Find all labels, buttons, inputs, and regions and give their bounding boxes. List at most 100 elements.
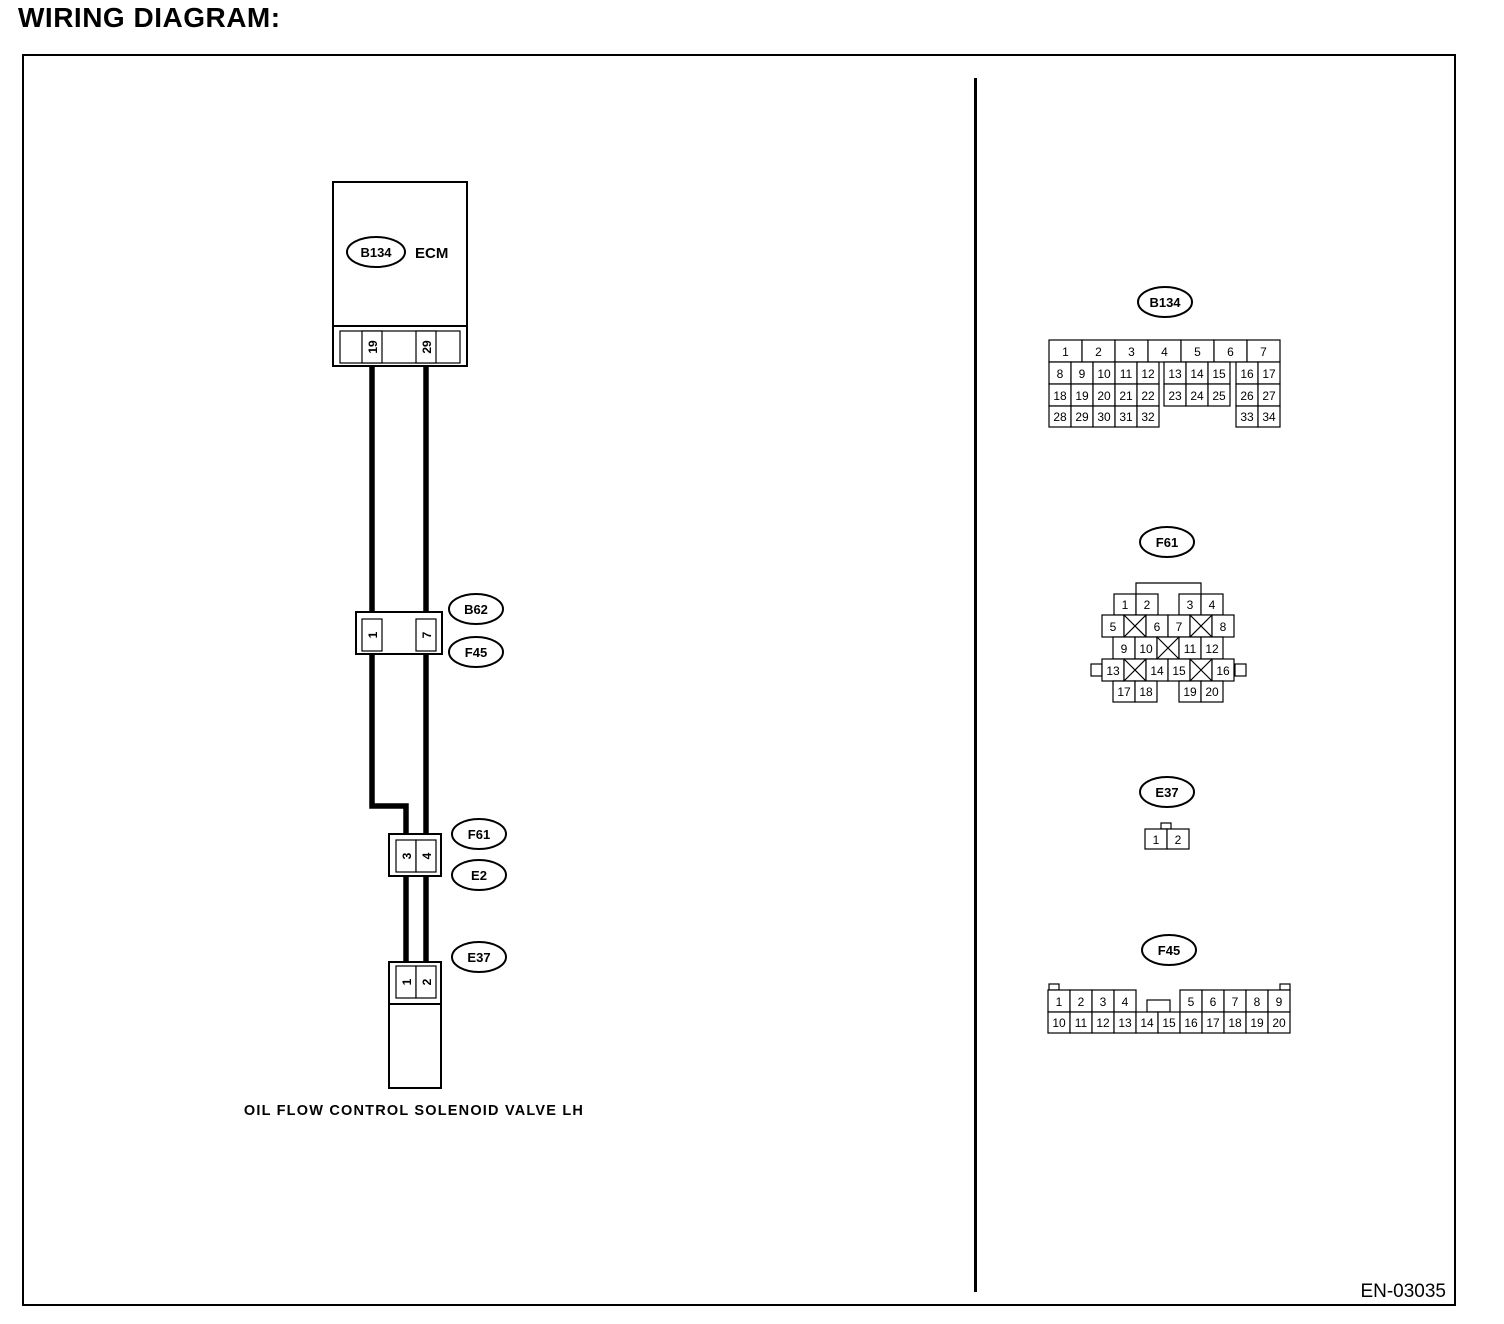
- pin-label: 8: [1254, 995, 1261, 1009]
- connector-tag-label: B62: [464, 602, 488, 617]
- pin-label: 9: [1276, 995, 1283, 1009]
- valve-pin-cell: [415, 965, 437, 999]
- connector-tag: [451, 941, 507, 973]
- connector-tag: [1139, 776, 1195, 808]
- pin-label: 14: [1140, 1016, 1154, 1030]
- connector-tag-label: E37: [1155, 785, 1178, 800]
- pin-label: 8: [1057, 367, 1064, 381]
- pin-label: 2: [1144, 598, 1151, 612]
- pin-label: 33: [1240, 410, 1254, 424]
- connector-tag-label: B134: [1149, 295, 1181, 310]
- ecm-pin-label: 19: [366, 340, 380, 354]
- pin-label: 12: [1141, 367, 1155, 381]
- pin-label: 24: [1190, 389, 1204, 403]
- pin-label: 13: [1168, 367, 1182, 381]
- document-code: EN-03035: [1360, 1281, 1446, 1302]
- junction-1-pin-cell: [361, 618, 383, 652]
- pin-label: 1: [1122, 598, 1129, 612]
- pin-label: 13: [1118, 1016, 1132, 1030]
- pin-label: 4: [1122, 995, 1129, 1009]
- pin-label: 15: [1172, 664, 1186, 678]
- pin-label: 10: [1139, 642, 1153, 656]
- pinout-b134: B134 1 2 3 4 5 6 7 8 9 10 11 12 13 14 15…: [1048, 286, 1281, 428]
- connector-tag-label: E37: [467, 950, 490, 965]
- connector-tag-label: F61: [468, 827, 490, 842]
- wire-ecm19-to-valve1: [369, 366, 409, 962]
- ecm-label: ECM: [415, 245, 448, 262]
- pin-label: 5: [1110, 620, 1117, 634]
- pin-label: 18: [1139, 685, 1153, 699]
- connector-tag-label: B134: [360, 245, 392, 260]
- pin-label: 30: [1097, 410, 1111, 424]
- pin-label: 34: [1262, 410, 1276, 424]
- valve-pin-label: 2: [420, 978, 434, 985]
- junction-2-pin-cell: [415, 839, 437, 873]
- ecm-pin-cell: [415, 330, 437, 364]
- oil-flow-control-solenoid-valve: 1 2 E37 OIL FLOW CONTROL SOLENOID VALVE …: [244, 941, 583, 1119]
- connector-tag: [1137, 286, 1193, 318]
- pin-label: 21: [1119, 389, 1133, 403]
- pin-label: 32: [1141, 410, 1155, 424]
- pin-label: 31: [1119, 410, 1133, 424]
- pin-label: 14: [1190, 367, 1204, 381]
- junction-2-pin-label: 4: [420, 852, 434, 859]
- pin-label: 10: [1052, 1016, 1066, 1030]
- connector-tag: [1141, 934, 1197, 966]
- pin-label: 9: [1121, 642, 1128, 656]
- pin-label: 22: [1141, 389, 1155, 403]
- pin-label: 1: [1056, 995, 1063, 1009]
- pin-label: 26: [1240, 389, 1254, 403]
- pin-label: 6: [1227, 345, 1234, 359]
- valve-pin-label: 1: [400, 978, 414, 985]
- pin-label: 12: [1096, 1016, 1110, 1030]
- pinout-e37: E37 1 2: [1139, 776, 1195, 850]
- connector-tag: [448, 593, 504, 625]
- ecm-connector-inner: [339, 330, 461, 364]
- connector-tag-label: E2: [471, 868, 487, 883]
- connector-tag: [346, 236, 406, 268]
- connector-tag: [451, 859, 507, 891]
- pin-label: 20: [1097, 389, 1111, 403]
- pin-label: 16: [1184, 1016, 1198, 1030]
- pin-label: 6: [1210, 995, 1217, 1009]
- pin-label: 19: [1075, 389, 1089, 403]
- pin-label: 6: [1154, 620, 1161, 634]
- pin-label: 20: [1272, 1016, 1286, 1030]
- junction-1-pin-cell: [415, 618, 437, 652]
- connector-tag-label: F45: [1158, 943, 1180, 958]
- page-title: WIRING DIAGRAM:: [18, 2, 281, 33]
- pin-label: 17: [1262, 367, 1276, 381]
- valve-body: [388, 1003, 442, 1089]
- pin-label: 5: [1188, 995, 1195, 1009]
- pin-label: 4: [1209, 598, 1216, 612]
- pin-label: 4: [1161, 345, 1168, 359]
- pin-label: 1: [1153, 833, 1160, 847]
- pin-label: 20: [1205, 685, 1219, 699]
- junction-1-pin-label: 1: [366, 631, 380, 638]
- pin-label: 7: [1260, 345, 1267, 359]
- pin-label: 14: [1150, 664, 1164, 678]
- pin-label: 15: [1162, 1016, 1176, 1030]
- pin-label: 7: [1232, 995, 1239, 1009]
- junction-1-pin-label: 7: [420, 631, 434, 638]
- pin-label: 16: [1240, 367, 1254, 381]
- pin-label: 11: [1075, 1016, 1088, 1030]
- pin-label: 27: [1262, 389, 1276, 403]
- junction-2-pin-label: 3: [400, 852, 414, 859]
- connector-tag-label: F45: [465, 645, 487, 660]
- junction-f61-e2: 3 4 F61 E2: [388, 818, 507, 891]
- pin-label: 25: [1212, 389, 1226, 403]
- pin-label: 16: [1216, 664, 1230, 678]
- panel-divider: [974, 78, 977, 1292]
- pin-label: 17: [1117, 685, 1131, 699]
- junction-b62-f45: 1 7 B62 F45: [355, 593, 504, 668]
- pin-label: 3: [1187, 598, 1194, 612]
- pin-label: 3: [1100, 995, 1107, 1009]
- ecm-module: 19 29 B134 ECM: [332, 181, 468, 367]
- connector-tag: [1139, 526, 1195, 558]
- connector-tag: [451, 818, 507, 850]
- pin-label: 11: [1184, 642, 1197, 656]
- pin-label: 1: [1062, 345, 1069, 359]
- pin-label: 8: [1220, 620, 1227, 634]
